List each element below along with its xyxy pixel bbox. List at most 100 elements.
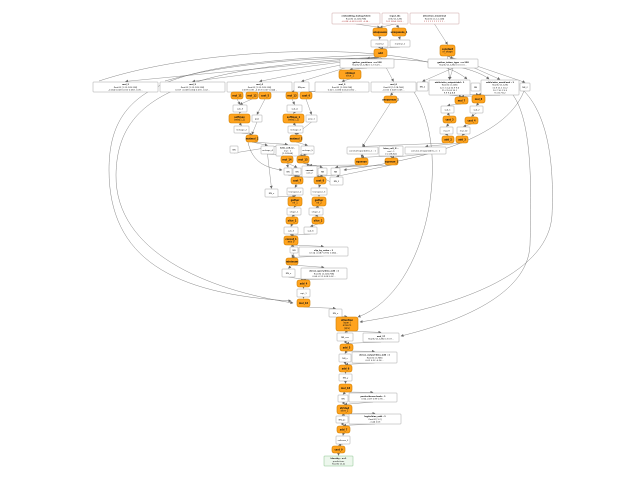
graph-node-ab3[interactable]: reshape_2 xyxy=(233,125,250,134)
graph-node-ro5[interactable]: cast_4 xyxy=(464,116,479,125)
graph-node-c13[interactable]: NN_x xyxy=(328,308,343,318)
graph-node-c5a[interactable]: sub_5 xyxy=(283,226,299,235)
graph-node-c17[interactable]: NN_x xyxy=(338,353,352,363)
graph-node-c14[interactable]: NN_xxx xyxy=(336,332,354,342)
graph-node-c21[interactable]: mul_18 xyxy=(338,383,353,393)
graph-node-bb1[interactable]: sub_4 xyxy=(286,104,303,113)
graph-node-ro3[interactable]: mul_8 xyxy=(471,94,486,104)
graph-node-ab1[interactable]: sub_3 xyxy=(232,104,248,113)
graph-node-c3b[interactable]: shape_2 xyxy=(308,207,324,216)
graph-node-ro1[interactable]: unsqueeze_2 xyxy=(382,95,399,104)
graph-node-c27[interactable]: add_7 xyxy=(336,425,351,434)
graph-node-c5b[interactable]: sub_6 xyxy=(303,226,318,235)
graph-node-a1[interactable]: mul_11 xyxy=(230,91,244,100)
graph-node-c20[interactable]: NN_y xyxy=(338,373,353,382)
graph-node-c29[interactable]: cast_9 xyxy=(331,445,346,454)
graph-node-c8[interactable]: minimum xyxy=(285,257,299,266)
graph-node-ro6[interactable]: add_2 xyxy=(441,135,455,144)
graph-node-h5[interactable]: NN xyxy=(330,167,341,176)
graph-node-m5[interactable]: lstm_cell_2/..mul : 1[1,128,64] xyxy=(378,145,404,157)
graph-node-h1[interactable]: NN xyxy=(283,167,293,176)
graph-node-mo2[interactable]: mul_15 xyxy=(296,155,310,164)
graph-node-a2[interactable]: mul_12 xyxy=(245,91,259,100)
graph-node-mo3[interactable]: squeeze xyxy=(354,157,369,166)
graph-node-c9a[interactable]: NN_x xyxy=(281,268,296,278)
graph-node-m3[interactable]: reshape_5 xyxy=(300,145,315,155)
graph-node-c11[interactable]: sqrt_1 xyxy=(296,288,311,298)
graph-node-b4[interactable]: matmul_3 xyxy=(290,134,303,143)
graph-node-ro4[interactable]: cast_3 xyxy=(442,115,457,124)
graph-node-mm2[interactable]: matmul_1 xyxy=(389,39,411,48)
graph-node-m4[interactable]: conv1d/expanddims_1 : 1 xyxy=(346,146,379,155)
graph-node-ho1[interactable]: cast_7 xyxy=(290,176,304,185)
graph-node-c28[interactable]: softmax_2 xyxy=(335,435,351,445)
graph-node-sI[interactable]: NN_2 xyxy=(519,82,531,92)
graph-node-ho2[interactable]: cast_8 xyxy=(313,176,327,185)
graph-node-u2[interactable]: unsqueeze_1 xyxy=(391,27,408,37)
graph-node-c3a[interactable]: shape_1 xyxy=(286,207,302,216)
graph-node-ro7[interactable]: add_3 xyxy=(455,135,469,144)
graph-node-h2[interactable]: NN xyxy=(292,167,302,176)
graph-node-bb2[interactable]: pow_1 xyxy=(305,114,318,123)
graph-node-c16[interactable]: add_5 xyxy=(339,343,354,352)
graph-node-h6[interactable]: NN_2 xyxy=(329,176,344,186)
graph-node-rb4[interactable]: mul_10 xyxy=(456,126,471,135)
graph-node-rD[interactable]: NN,pos xyxy=(293,81,310,93)
graph-node-c25[interactable]: NN_px xyxy=(335,415,349,424)
graph-node-h4[interactable]: NN xyxy=(317,167,328,176)
graph-node-mo1[interactable]: mul_14 xyxy=(280,155,294,164)
graph-node-mo4[interactable]: squeeze_1 xyxy=(384,157,399,166)
graph-node-c23[interactable]: pooler/dense/tanh : 10.94 -0.87 0.99 0.7… xyxy=(348,392,398,403)
graph-node-c22[interactable]: NN xyxy=(337,394,349,403)
graph-node-m6[interactable]: conv1d_1/expanddims_1 : 1 xyxy=(404,146,447,155)
graph-node-add1[interactable]: add xyxy=(373,48,388,58)
graph-node-m2[interactable]: lstm_cell_1/..mul : 1[1,128,64] xyxy=(275,144,300,157)
graph-node-c1b[interactable]: transpose_3 xyxy=(310,187,328,196)
graph-node-c4b[interactable]: slice_2 xyxy=(311,216,325,225)
graph-node-c1a[interactable]: transpose_2 xyxy=(286,187,304,196)
graph-node-c7[interactable]: clip_by_value : 10.114 -0.087 0.932 1.08… xyxy=(298,246,349,257)
graph-node-m1[interactable]: reshape_4 xyxy=(260,145,275,155)
graph-node-ro2[interactable]: mul_7 xyxy=(454,96,469,105)
graph-node-rb3[interactable]: mul_9 xyxy=(439,126,454,135)
graph-node-c10[interactable]: add_4 xyxy=(296,279,311,288)
graph-node-rb1[interactable]: sub_1 xyxy=(440,105,455,114)
graph-node-sH[interactable]: NN xyxy=(470,82,481,92)
graph-node-c12[interactable]: mul_16 xyxy=(296,298,311,308)
graph-node-b1[interactable]: mul_13 xyxy=(285,91,299,100)
graph-node-m0[interactable]: NN xyxy=(229,145,239,154)
graph-node-u1[interactable]: unsqueeze xyxy=(372,27,387,37)
graph-node-rb2[interactable]: sub_2 xyxy=(469,105,484,114)
graph-node-mm1[interactable]: matmul xyxy=(370,39,389,48)
graph-node-sG[interactable]: NN_2 xyxy=(416,81,429,92)
graph-node-bb3[interactable]: reshape_3 xyxy=(287,125,304,134)
graph-node-a3[interactable]: cast_5 xyxy=(258,91,272,100)
graph-node-a5[interactable]: matmul_2 xyxy=(246,134,259,143)
graph-node-c7s[interactable]: NN xyxy=(289,246,299,254)
